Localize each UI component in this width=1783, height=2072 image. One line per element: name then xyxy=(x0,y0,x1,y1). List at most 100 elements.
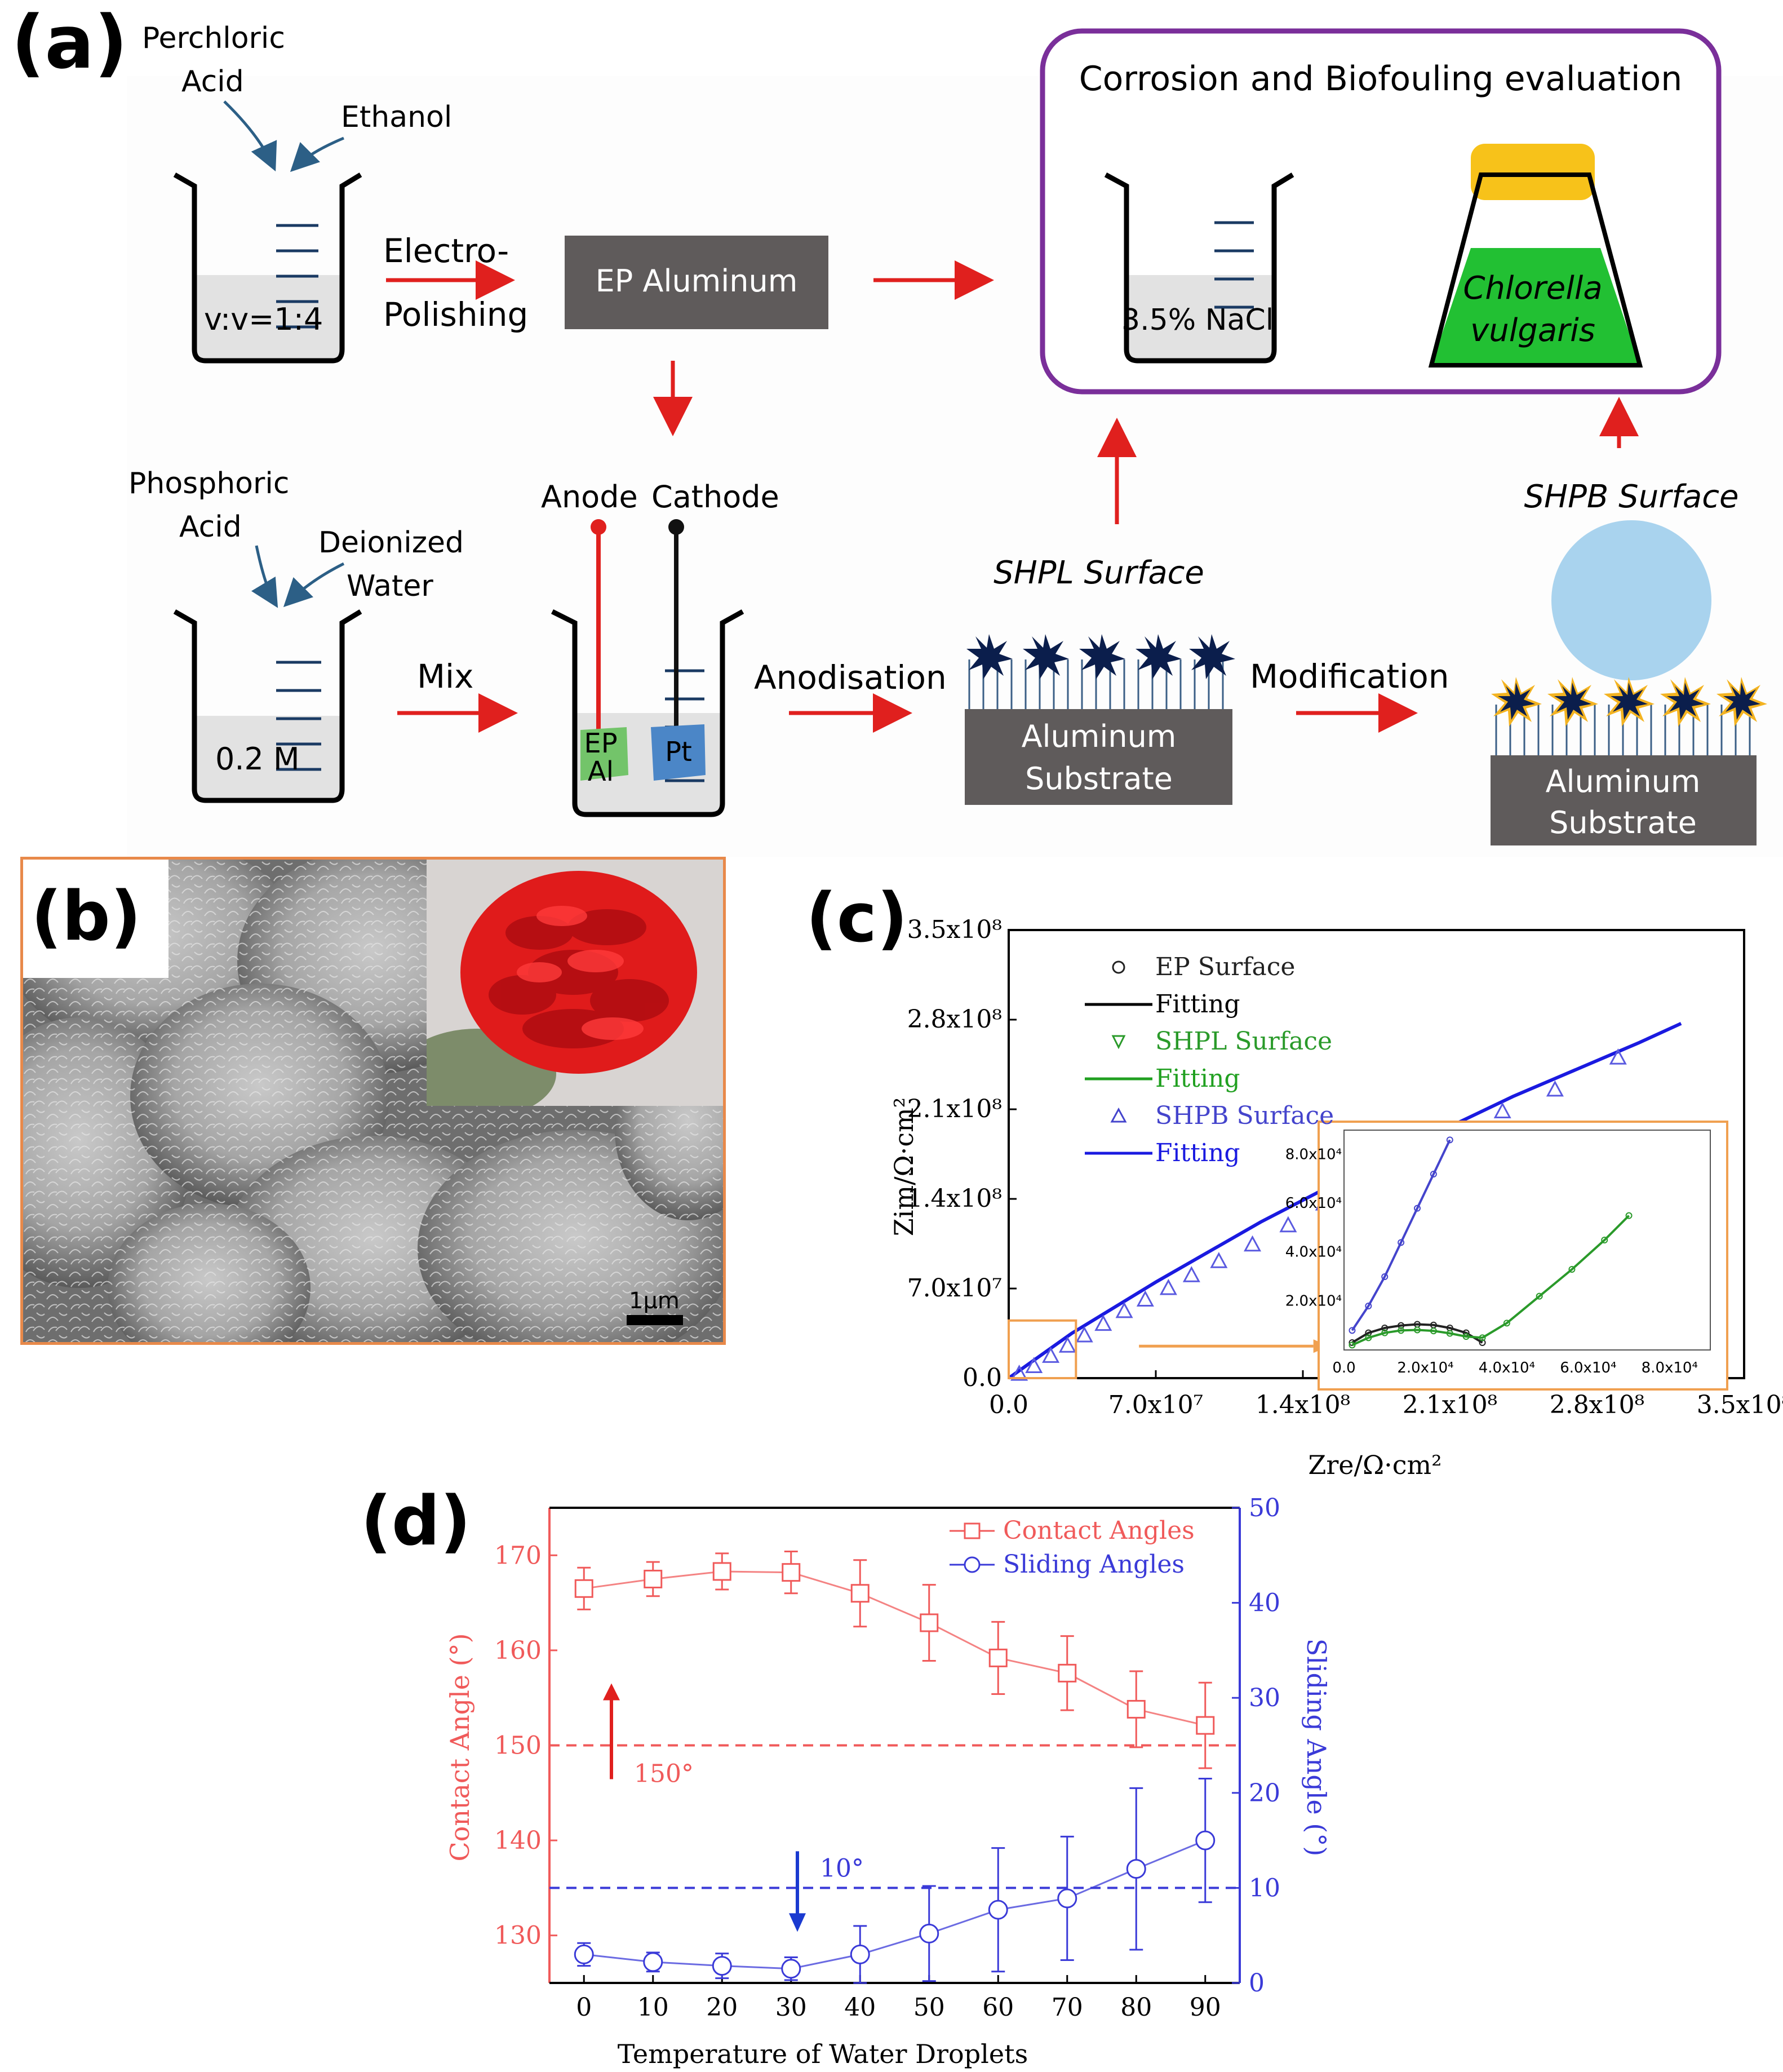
shpb-point xyxy=(1058,1336,1076,1353)
contact-angle-point xyxy=(712,1562,731,1581)
shpb-point xyxy=(1075,1326,1093,1343)
y2-tick-label-d: 30 xyxy=(1249,1684,1280,1712)
inset-x-tick-label: 6.0x10⁴ xyxy=(1560,1360,1616,1376)
x-axis-label-d: Temperature of Water Droplets xyxy=(618,2039,1028,2069)
shpb-point xyxy=(1243,1235,1262,1252)
inset-x-tick-label: 2.0x10⁴ xyxy=(1397,1360,1453,1376)
nacl-label: 3.5% NaCl xyxy=(1121,303,1274,337)
inset-point xyxy=(1479,1334,1486,1342)
shpl-substrate-label-2: Substrate xyxy=(1025,761,1173,796)
contact-angle-point xyxy=(920,1613,939,1632)
sliding-angle-point xyxy=(988,1900,1008,1920)
mix-label: Mix xyxy=(417,657,473,696)
y-tick-label: 3.5x10⁸ xyxy=(907,915,1002,944)
y-tick-label-d: 150 xyxy=(494,1732,542,1760)
inset-y-tick-label: 8.0x10⁴ xyxy=(1285,1146,1342,1163)
evaluation-title: Corrosion and Biofouling evaluation xyxy=(1079,59,1682,99)
panel-label-b: (b) xyxy=(31,878,141,956)
legend-label: SHPB Surface xyxy=(1155,1101,1334,1130)
inset-x-tick-label: 8.0x10⁴ xyxy=(1642,1360,1698,1376)
scale-bar xyxy=(627,1315,683,1325)
sliding-angle-point xyxy=(850,1944,870,1964)
phosphoric-label-1: Phosphoric xyxy=(128,467,289,501)
inset-y-tick-label: 6.0x10⁴ xyxy=(1285,1195,1342,1212)
shpb-point xyxy=(1546,1080,1564,1097)
ep-al-label-2: Al xyxy=(588,756,614,787)
ep-aluminum-box xyxy=(565,236,828,329)
shpl-surface-label: SHPL Surface xyxy=(993,555,1204,591)
inset-point xyxy=(1381,1273,1389,1280)
inset-point xyxy=(1625,1212,1633,1219)
y2-axis-label-d: Sliding Angle (°) xyxy=(1301,1639,1332,1857)
y-tick-label: 1.4x10⁸ xyxy=(907,1184,1002,1213)
perchloric-label-1: Perchloric xyxy=(142,21,285,55)
cathode-label: Cathode xyxy=(651,479,779,515)
water-droplet xyxy=(1551,520,1711,680)
legend-label: EP Surface xyxy=(1155,953,1295,981)
legend-label-d: Sliding Angles xyxy=(1003,1550,1185,1579)
beaker-nacl: 3.5% NaCl xyxy=(1104,172,1294,364)
ethanol-label: Ethanol xyxy=(341,100,452,134)
legend-marker-d xyxy=(964,1556,981,1573)
shpb-substrate-label-2: Substrate xyxy=(1549,805,1697,840)
annotation-10: 10° xyxy=(820,1854,864,1883)
inset-point xyxy=(1381,1329,1389,1336)
x-tick-label-d: 80 xyxy=(1120,1993,1152,2022)
flask-chlorella: Chlorella vulgaris xyxy=(1428,144,1643,368)
sliding-angle-point xyxy=(1057,1888,1077,1909)
shpb-substrate-label-1: Aluminum xyxy=(1546,764,1701,799)
inset-point xyxy=(1462,1333,1470,1340)
chlorella-label-2: vulgaris xyxy=(1470,312,1595,349)
y-tick-label: 2.8x10⁸ xyxy=(907,1005,1002,1034)
inset-point xyxy=(1398,1322,1405,1329)
contact-angle-point xyxy=(988,1648,1008,1667)
y-tick-label: 7.0x10⁷ xyxy=(907,1274,1002,1303)
sliding-angle-point xyxy=(574,1944,594,1964)
shpb-point xyxy=(1609,1048,1627,1065)
sliding-angle-point xyxy=(1126,1859,1146,1879)
shpb-surface: Aluminum Substrate xyxy=(1491,677,1767,845)
y-tick-label-d: 160 xyxy=(494,1636,542,1665)
contact-angle-point xyxy=(644,1569,663,1588)
sliding-angle-point xyxy=(781,1959,801,1979)
x-tick-label-d: 20 xyxy=(706,1993,738,2022)
shpb-point xyxy=(1010,1365,1028,1381)
inset-frame xyxy=(1318,1121,1728,1391)
legend-label: Fitting xyxy=(1155,1139,1240,1167)
x-tick-label: 0.0 xyxy=(989,1391,1028,1419)
shpl-substrate-label-1: Aluminum xyxy=(1022,719,1177,754)
annotation-150: 150° xyxy=(634,1760,694,1788)
beaker-perchloric: v:v=1:4 xyxy=(173,172,362,364)
panel-label-b-background xyxy=(23,860,168,978)
nyquist-plot: 0.00.07.0x10⁷7.0x10⁷1.4x10⁸1.4x10⁸2.1x10… xyxy=(890,915,1783,1480)
ratio-label: v:v=1:4 xyxy=(204,302,323,337)
shpb-point xyxy=(1210,1252,1228,1268)
x-tick-label-d: 60 xyxy=(982,1993,1014,2022)
panel-label-d: (d) xyxy=(361,1482,471,1561)
y2-tick-label-d: 20 xyxy=(1249,1779,1280,1808)
anodisation-label: Anodisation xyxy=(754,658,947,697)
inset-point xyxy=(1479,1339,1486,1346)
shpb-point xyxy=(1136,1290,1154,1307)
sliding-angle-point xyxy=(712,1956,732,1976)
x-tick-label: 2.8x10⁸ xyxy=(1550,1391,1644,1419)
legend-label: Fitting xyxy=(1155,1064,1240,1093)
inset-point xyxy=(1446,1330,1453,1337)
phosphoric-label-2: Acid xyxy=(179,510,242,544)
inset-point xyxy=(1414,1326,1421,1334)
contact-angle-point xyxy=(1058,1663,1077,1683)
inset-point xyxy=(1349,1342,1356,1349)
pt-label: Pt xyxy=(665,736,692,768)
inset-point xyxy=(1536,1292,1543,1300)
chlorella-label-1: Chlorella xyxy=(1463,270,1602,307)
inset-point xyxy=(1349,1327,1356,1334)
sem-micrograph: (b) 1μm xyxy=(20,857,726,1345)
sliding-angle-point xyxy=(919,1923,939,1943)
up-arrow-head xyxy=(603,1683,620,1701)
anodization-cell: EP Al Pt xyxy=(551,519,744,817)
inset-point xyxy=(1381,1325,1389,1331)
legend-label: SHPL Surface xyxy=(1155,1027,1332,1056)
electropolishing-label-1: Electro- xyxy=(383,232,509,270)
shpb-point xyxy=(1279,1216,1297,1233)
y2-tick-label-d: 0 xyxy=(1249,1969,1265,1998)
